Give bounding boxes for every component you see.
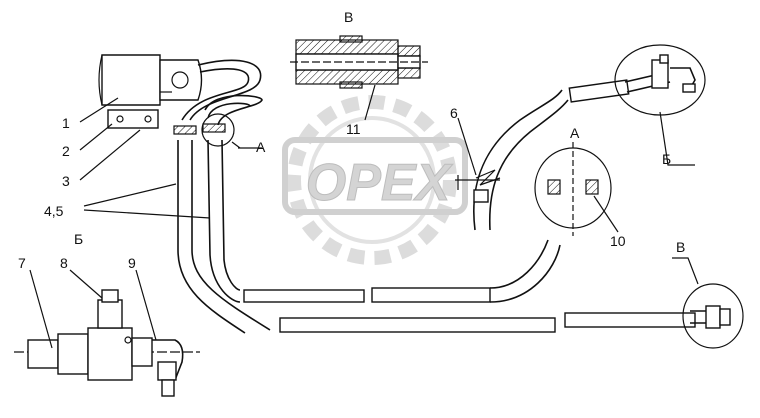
callout-2: 2	[62, 143, 70, 159]
callout-10: 10	[610, 233, 626, 249]
callout-6: 6	[450, 105, 458, 121]
watermark-text: OPEX	[306, 154, 454, 212]
section-v	[290, 35, 428, 121]
callout-7: 7	[18, 255, 26, 271]
view-labels: В Б Б В А А	[74, 9, 685, 255]
leader-lines	[29, 97, 477, 349]
view-label-b-left: Б	[74, 231, 83, 247]
callouts: 1 2 3 4,5 6 7 8 9 10 11	[18, 105, 626, 271]
watermark: OPEX	[282, 95, 468, 265]
view-label-a-detail: А	[570, 125, 580, 141]
view-label-b-top: Б	[662, 151, 671, 167]
detail-v-circle	[672, 257, 744, 349]
detail-b-tap	[14, 289, 200, 397]
detail-a-circle	[534, 142, 619, 236]
view-label-v-right: В	[676, 239, 685, 255]
valve-assembly	[98, 54, 263, 147]
hoses-4-5	[177, 139, 696, 334]
callout-3: 3	[62, 173, 70, 189]
callout-8: 8	[60, 255, 68, 271]
hose-upper-right	[455, 79, 630, 231]
detail-b-circle	[614, 44, 706, 166]
callout-11: 11	[346, 121, 361, 137]
callout-1: 1	[62, 115, 70, 131]
callout-9: 9	[128, 255, 136, 271]
callout-4-5: 4,5	[44, 203, 64, 219]
view-label-v-top: В	[344, 9, 353, 25]
view-label-a-left: А	[256, 139, 266, 155]
